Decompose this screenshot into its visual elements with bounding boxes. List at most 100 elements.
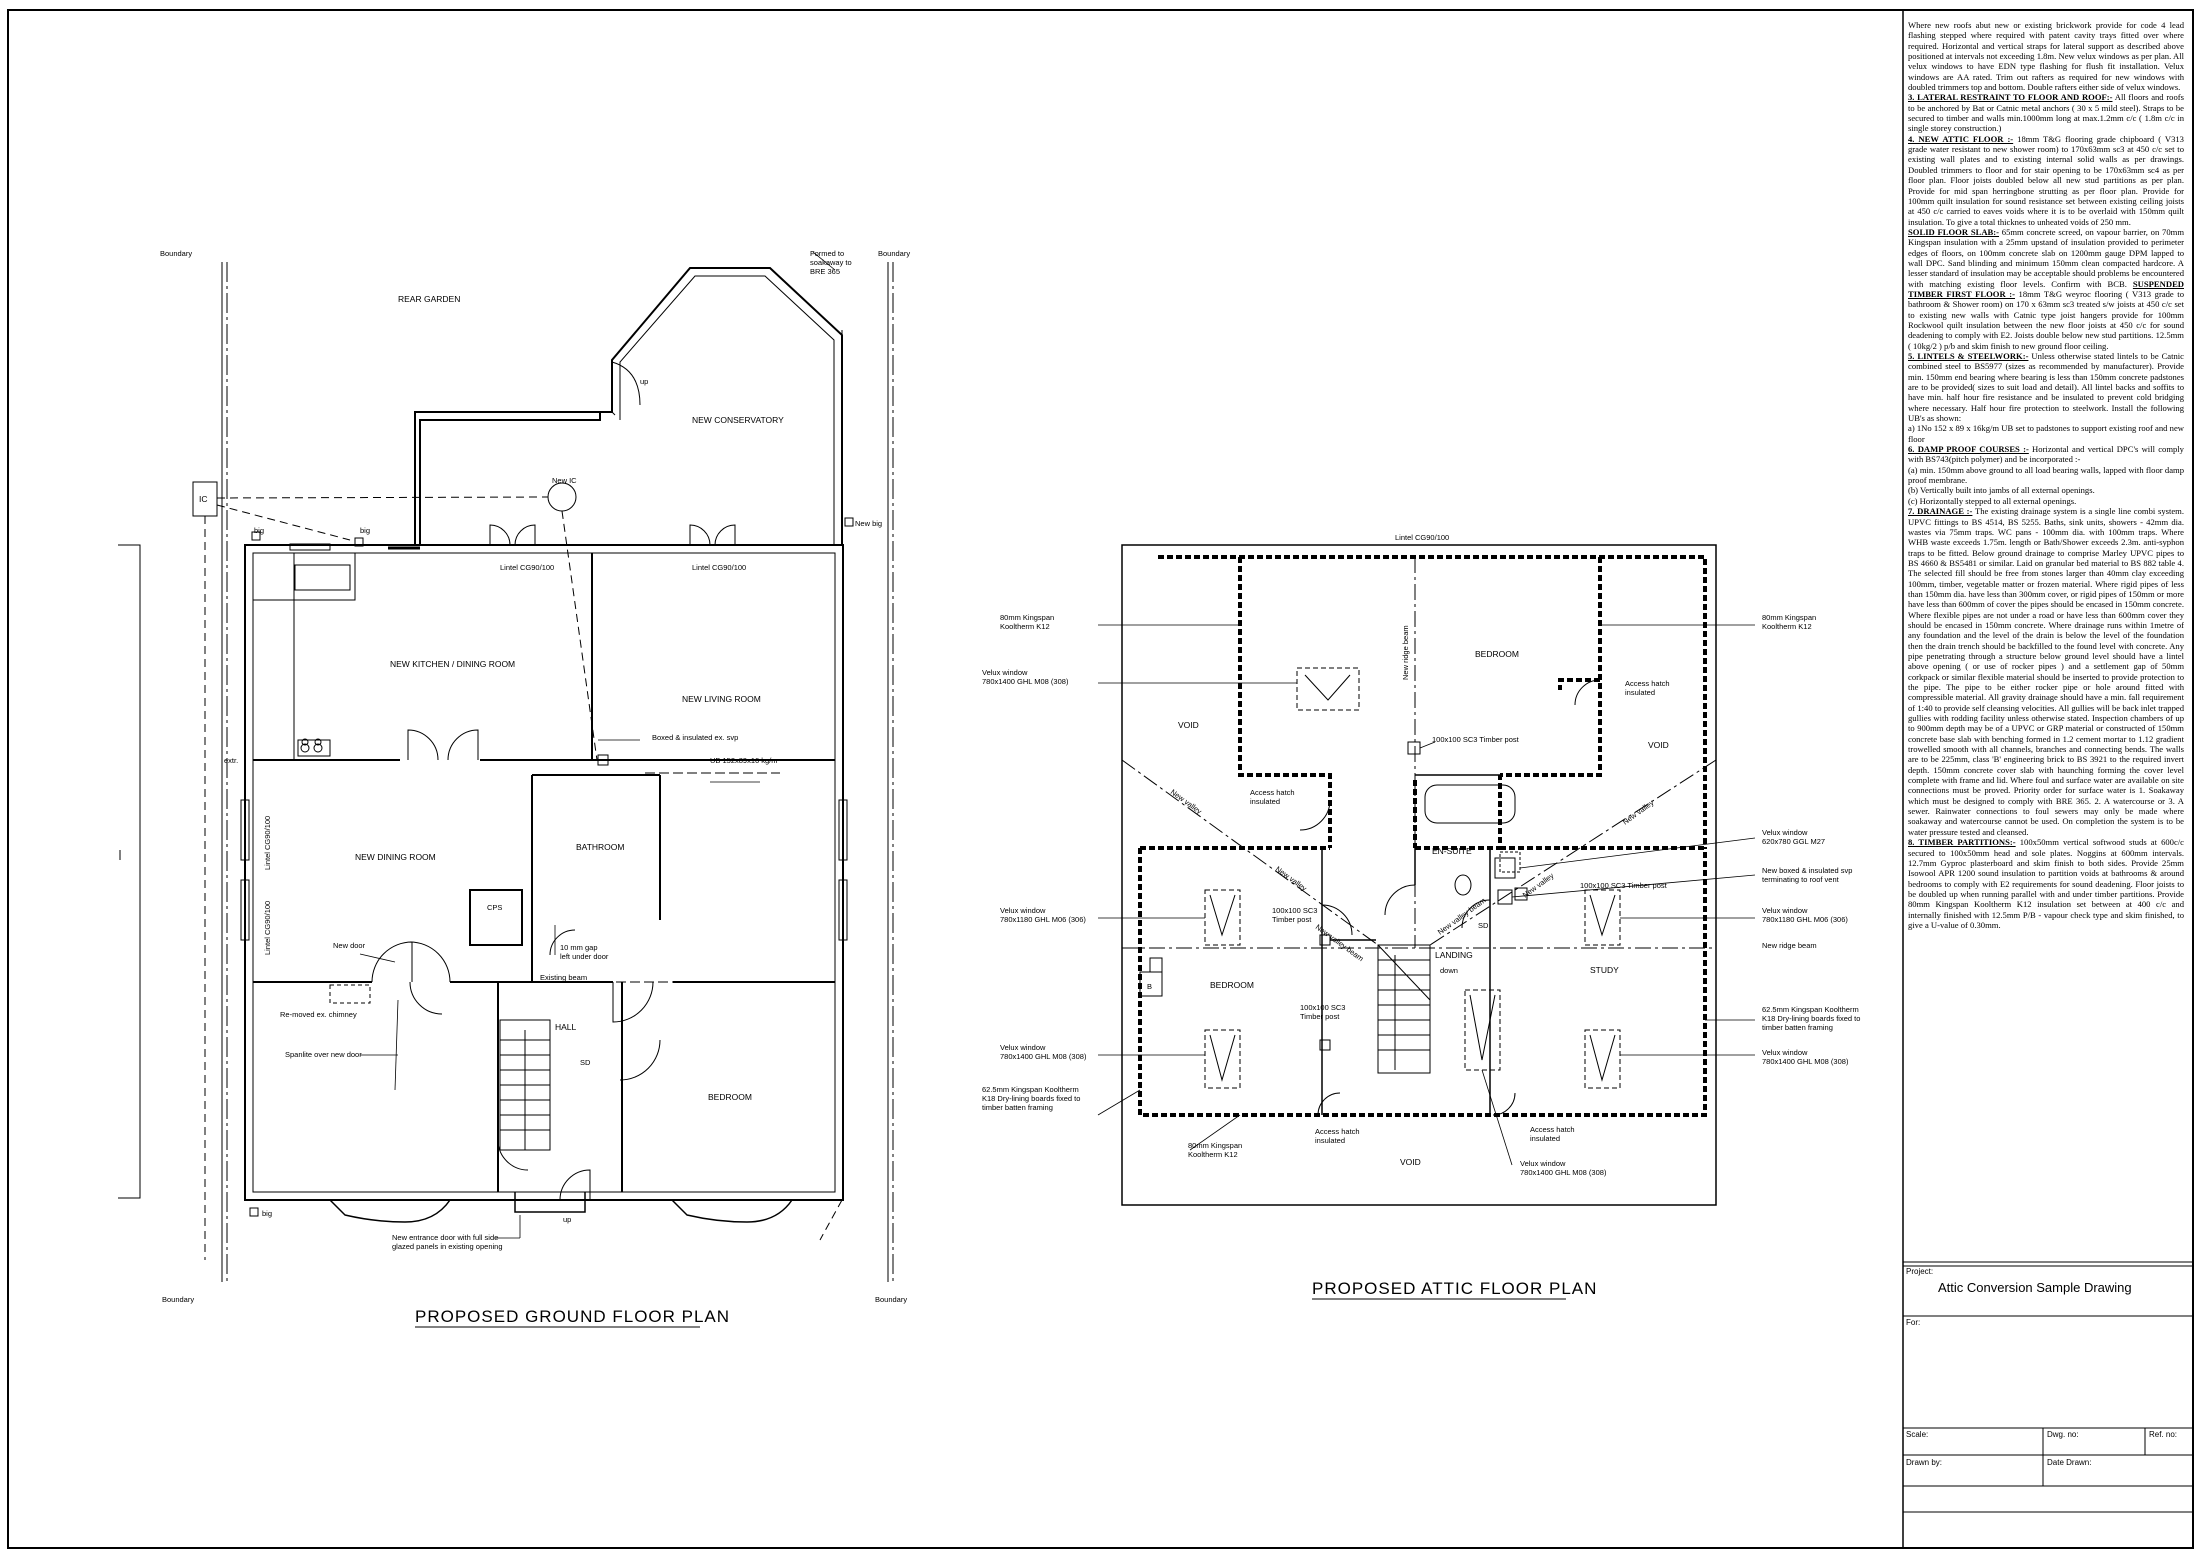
gf-new-door: New door — [333, 941, 366, 950]
af-landing: LANDING — [1435, 950, 1473, 960]
label-line: Velux window — [1762, 1048, 1808, 1057]
note-dpc-b: (b) Vertically built into jambs of all e… — [1908, 485, 2095, 496]
label-line: Kooltherm K12 — [1188, 1150, 1238, 1159]
gf-existing-beam: Existing beam — [540, 973, 587, 982]
label-line: Velux window — [1762, 828, 1808, 837]
gf-hall: HALL — [555, 1022, 577, 1032]
af-void-r: VOID — [1648, 740, 1669, 750]
gf-bathroom: BATHROOM — [576, 842, 624, 852]
label-line: Velux window — [1520, 1159, 1566, 1168]
af-sd: SD — [1478, 921, 1489, 930]
gf-new-ic: New IC — [552, 476, 577, 485]
sheet-border — [7, 9, 2194, 1549]
note-timber-partitions: 8. TIMBER PARTITIONS:- 100x50mm vertical… — [1908, 837, 2184, 930]
tb-scale-label: Scale: — [1906, 1430, 1929, 1439]
conservatory-door — [611, 360, 641, 412]
label-line: 10 mm gap — [560, 943, 598, 952]
gf-up-top: up — [640, 377, 648, 386]
label-line: Velux window — [1000, 906, 1046, 915]
label-line: 780x1400 GHL M08 (308) — [1762, 1057, 1849, 1066]
af-timber-post-r: 100x100 SC3 Timber post — [1580, 881, 1668, 890]
gullies — [249, 517, 854, 1217]
label-line: 80mm Kingspan — [1000, 613, 1054, 622]
gf-bedroom: BEDROOM — [708, 1092, 752, 1102]
label-line: Kooltherm K12 — [1762, 622, 1812, 631]
label-line: 62.5mm Kingspan Kooltherm — [1762, 1005, 1859, 1014]
label-line: 780x1180 GHL M06 (306) — [1000, 915, 1086, 924]
gf-ub: UB 152x89x16 kg/m — [710, 756, 778, 765]
label-line: soakaway to — [810, 258, 852, 267]
label-line: timber batten framing — [982, 1103, 1053, 1112]
af-ridge-h: New ridge beam — [1762, 941, 1817, 950]
label-line: 80mm Kingspan — [1762, 613, 1816, 622]
note-lintels-a: a) 1No 152 x 89 x 16kg/m UB set to padst… — [1908, 423, 2184, 444]
label-line: Formed to — [810, 249, 844, 258]
label-line: insulated — [1250, 797, 1280, 806]
tb-date-label: Date Drawn: — [2047, 1458, 2092, 1467]
kitchen-units — [253, 553, 356, 760]
label-line: Velux window — [1762, 906, 1808, 915]
entrance-porch — [514, 1192, 586, 1213]
label-line: K18 Dry-lining boards fixed to — [982, 1094, 1080, 1103]
side-windows — [240, 799, 848, 941]
af-valley-beam-2: New valley beam — [1436, 896, 1487, 937]
af-timber-post-top: 100x100 SC3 Timber post — [1432, 735, 1520, 744]
note-dpc-a: (a) min. 150mm above ground to all load … — [1908, 464, 2184, 486]
label-line: 62.5mm Kingspan Kooltherm — [982, 1085, 1079, 1094]
label-line: left under door — [560, 952, 609, 961]
note-intro: Where new roofs abut new or existing bri… — [1908, 20, 2184, 93]
note-attic-floor: 4. NEW ATTIC FLOOR :- 18mm T&G flooring … — [1908, 133, 2184, 227]
label-line: 620x780 GGL M27 — [1762, 837, 1825, 846]
conservatory-walls — [414, 267, 843, 545]
gf-boundary-left-bottom: Boundary — [162, 1295, 194, 1304]
label-line: Access hatch — [1250, 788, 1295, 797]
note-solid-floor: SOLID FLOOR SLAB:- 65mm concrete screed,… — [1908, 226, 2184, 351]
tb-drawn-label: Drawn by: — [1906, 1458, 1943, 1467]
label-line: insulated — [1315, 1136, 1345, 1145]
gf-lintel-v2: Lintel CG90/100 — [263, 901, 272, 955]
af-b: B — [1147, 982, 1152, 991]
drainage-runs — [204, 330, 843, 1260]
label-line: 100x100 SC3 — [1300, 1003, 1345, 1012]
ground-floor-labels: Boundary Boundary Boundary Boundary REAR… — [160, 249, 910, 1328]
label-line: 780x1400 GHL M08 (308) — [1000, 1052, 1087, 1061]
af-valley-3: New valley — [1621, 798, 1656, 827]
gf-new-big: New big — [855, 519, 882, 528]
note-dpc-c: (c) Horizontally stepped to all external… — [1908, 495, 2077, 506]
ensuite-wc — [1454, 874, 1472, 896]
tb-project-name: Attic Conversion Sample Drawing — [1938, 1280, 2132, 1295]
af-bedroom-left: BEDROOM — [1210, 980, 1254, 990]
label-line: Velux window — [1000, 1043, 1046, 1052]
gf-extr: extr. — [224, 756, 238, 765]
gf-big-2: big — [360, 526, 370, 535]
gf-new-conservatory: NEW CONSERVATORY — [692, 415, 784, 425]
velux-windows — [1204, 667, 1621, 1089]
gf-boundary-left-top: Boundary — [160, 249, 192, 258]
label-line: Access hatch — [1625, 679, 1670, 688]
gf-dining: NEW DINING ROOM — [355, 852, 436, 862]
label-line: 100x100 SC3 — [1272, 906, 1317, 915]
removed-chimney — [329, 984, 371, 1004]
gf-lintel-2: Lintel CG90/100 — [692, 563, 746, 572]
label-line: 780x1180 GHL M06 (306) — [1762, 915, 1848, 924]
af-valley-2: New valley — [1274, 864, 1309, 893]
attic-roof-lines — [1121, 557, 1717, 949]
bay-windows — [329, 1199, 793, 1223]
attic-leaders — [1097, 624, 1756, 1166]
note-lintels: 5. LINTELS & STEELWORK:- Unless otherwis… — [1908, 351, 2184, 424]
af-title: PROPOSED ATTIC FLOOR PLAN — [1312, 1279, 1597, 1298]
